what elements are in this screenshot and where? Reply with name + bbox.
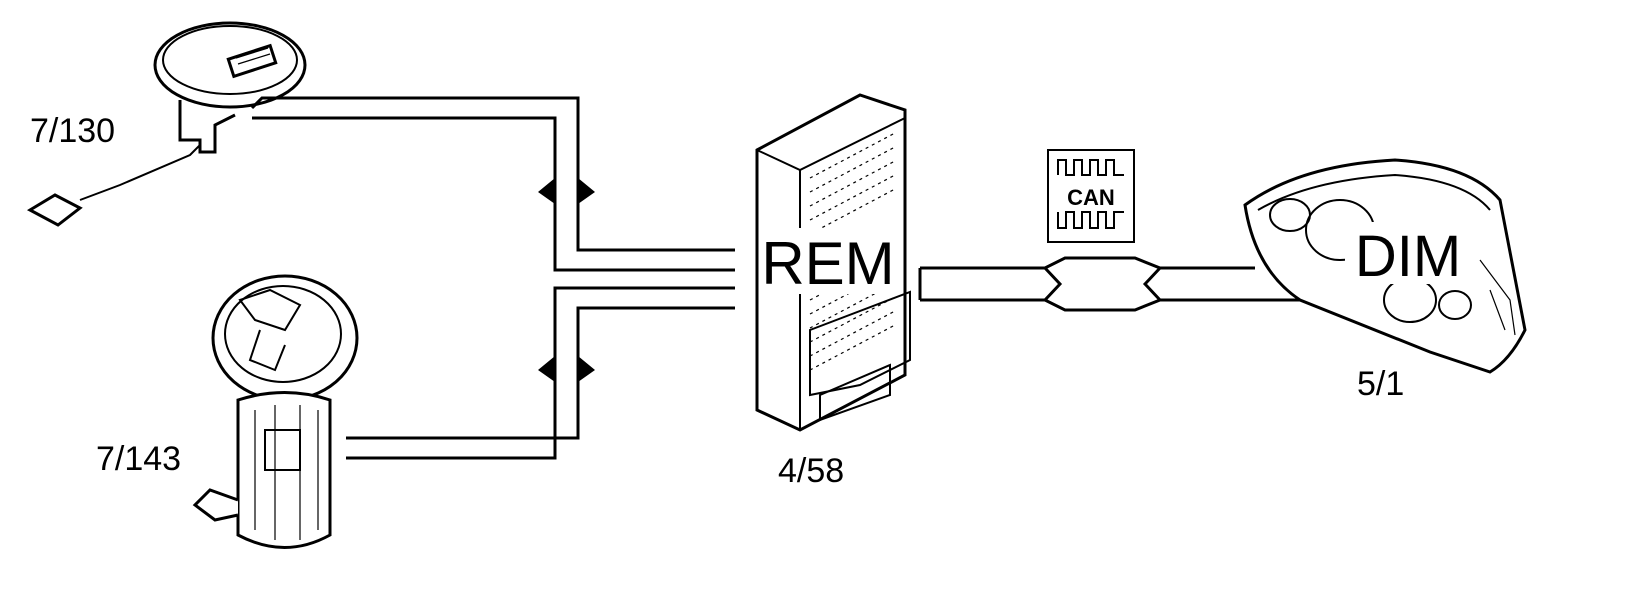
can-line-break <box>1043 266 1162 302</box>
can-bus-line <box>918 256 1300 312</box>
sensor-signal-line <box>250 96 735 272</box>
can-label: CAN <box>1067 185 1115 210</box>
fuel-pump-unit: 7/143 <box>96 274 359 549</box>
rem-label: 4/58 <box>778 452 844 490</box>
pump-signal-line <box>346 286 735 460</box>
pump-line-break <box>538 356 595 382</box>
sensor-float-arm <box>79 144 201 201</box>
pump-housing-ribs <box>254 405 319 540</box>
dim-cluster: DIM 5/1 <box>1243 158 1527 403</box>
sensor-connector <box>226 43 278 79</box>
rem-module: REM 4/58 <box>755 93 911 490</box>
fuel-level-sensor-top: 7/130 <box>26 21 307 227</box>
rem-name-backdrop <box>762 228 894 294</box>
dim-name: DIM <box>1355 224 1461 289</box>
pump-flange-fitting <box>238 288 302 332</box>
pump-flange-rim <box>224 285 342 383</box>
can-symbol: CAN <box>1047 149 1135 243</box>
dim-gauge-right <box>1438 290 1472 320</box>
sensor-line-outer <box>250 96 735 252</box>
rem-name: REM <box>761 230 894 297</box>
pump-label: 7/143 <box>96 440 181 478</box>
dim-visor-edge <box>1257 173 1491 211</box>
pump-flange-outlet <box>248 329 286 372</box>
can-line-bottom <box>920 298 1300 312</box>
pump-line-inner <box>346 286 735 460</box>
pump-motor <box>264 429 301 471</box>
sensor-line-break <box>538 178 595 204</box>
sensor-flange-rim <box>162 25 298 95</box>
sensor-float <box>26 193 83 227</box>
can-waveform-top <box>1057 159 1124 176</box>
sensor-stem <box>178 100 236 154</box>
rem-connector-socket <box>819 363 891 422</box>
can-waveform-bottom <box>1057 211 1124 229</box>
sensor-top-label: 7/130 <box>30 112 115 150</box>
dim-label: 5/1 <box>1357 365 1404 403</box>
dim-name-backdrop <box>1345 222 1473 284</box>
rem-connector-block <box>809 290 911 397</box>
dim-side-detail <box>1479 259 1516 336</box>
sensor-line-inner <box>252 116 735 272</box>
can-line-top <box>920 256 1255 270</box>
sensor-connector-pins <box>235 47 271 65</box>
pump-float <box>192 488 239 522</box>
pump-line-outer <box>346 306 735 440</box>
